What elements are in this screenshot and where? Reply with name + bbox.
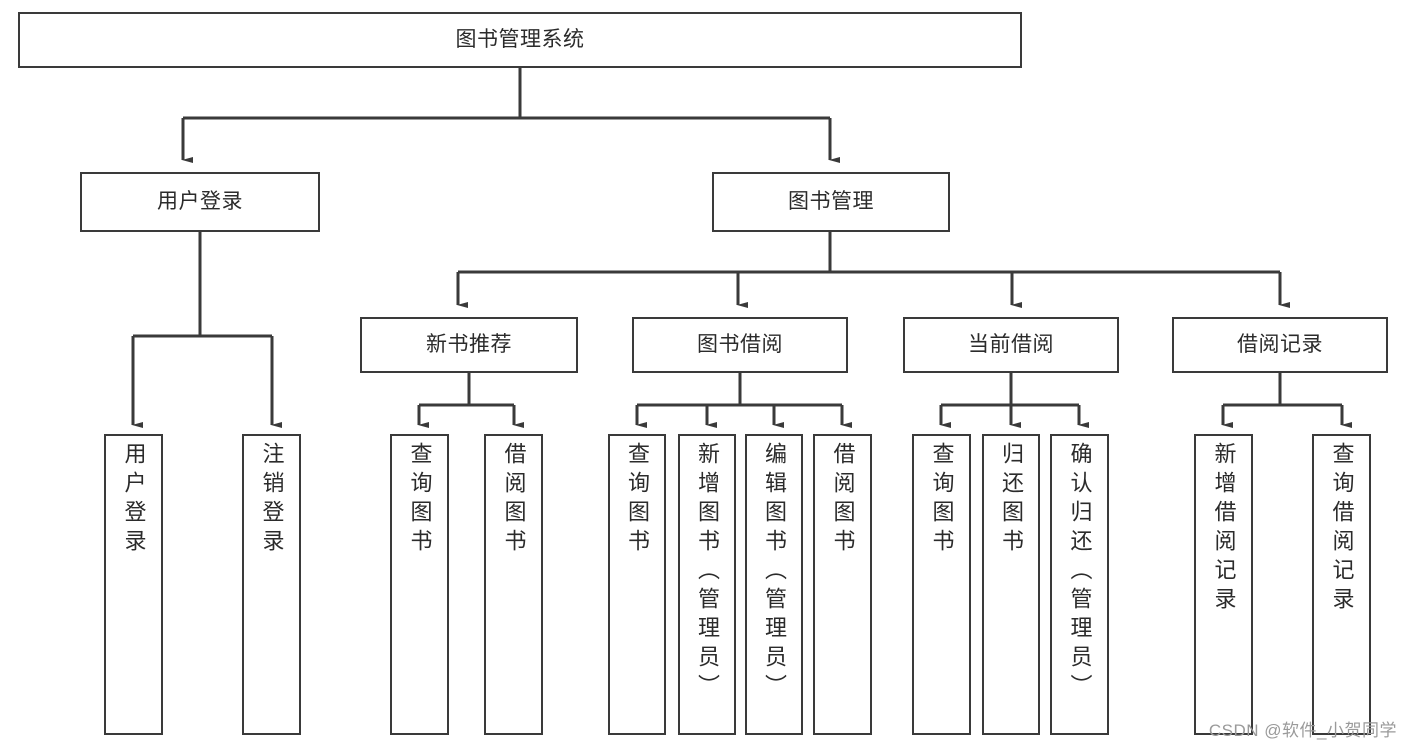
node-leaf-recommend-borrow-book[interactable]: 借阅图书 xyxy=(484,434,543,735)
node-leaf-confirm-return-admin-label: 确认归还（管理员） xyxy=(1067,442,1093,703)
node-leaf-user-login-label: 用户登录 xyxy=(121,442,147,558)
node-borrow-record[interactable]: 借阅记录 xyxy=(1172,317,1388,373)
node-leaf-add-book-admin[interactable]: 新增图书（管理员） xyxy=(678,434,736,735)
node-leaf-borrow-book[interactable]: 借阅图书 xyxy=(813,434,872,735)
node-leaf-recommend-borrow-book-label: 借阅图书 xyxy=(501,442,527,558)
node-new-book-recommend-label: 新书推荐 xyxy=(426,332,512,356)
node-current-borrow[interactable]: 当前借阅 xyxy=(903,317,1119,373)
node-book-manage-label: 图书管理 xyxy=(788,189,874,213)
node-leaf-logout[interactable]: 注销登录 xyxy=(242,434,301,735)
node-root[interactable]: 图书管理系统 xyxy=(18,12,1022,68)
node-book-borrow[interactable]: 图书借阅 xyxy=(632,317,848,373)
node-user-login[interactable]: 用户登录 xyxy=(80,172,320,232)
node-root-label: 图书管理系统 xyxy=(455,27,585,51)
node-leaf-recommend-query-book-label: 查询图书 xyxy=(407,442,433,558)
node-new-book-recommend[interactable]: 新书推荐 xyxy=(360,317,578,373)
node-leaf-current-query-book-label: 查询图书 xyxy=(929,442,955,558)
node-user-login-label: 用户登录 xyxy=(157,189,243,213)
node-leaf-query-borrow-record[interactable]: 查询借阅记录 xyxy=(1312,434,1371,735)
node-leaf-user-login[interactable]: 用户登录 xyxy=(104,434,163,735)
node-leaf-confirm-return-admin[interactable]: 确认归还（管理员） xyxy=(1050,434,1109,735)
node-leaf-return-book[interactable]: 归还图书 xyxy=(982,434,1040,735)
node-leaf-current-query-book[interactable]: 查询图书 xyxy=(912,434,971,735)
node-leaf-query-borrow-record-label: 查询借阅记录 xyxy=(1329,442,1355,616)
node-leaf-edit-book-admin-label: 编辑图书（管理员） xyxy=(762,442,787,703)
node-book-manage[interactable]: 图书管理 xyxy=(712,172,950,232)
node-leaf-borrow-query-book[interactable]: 查询图书 xyxy=(608,434,666,735)
node-leaf-add-book-admin-label: 新增图书（管理员） xyxy=(695,442,720,703)
node-leaf-add-borrow-record-label: 新增借阅记录 xyxy=(1211,442,1237,616)
node-borrow-record-label: 借阅记录 xyxy=(1237,332,1323,356)
csdn-watermark: CSDN @软件_小贺同学 xyxy=(1208,721,1397,740)
node-leaf-return-book-label: 归还图书 xyxy=(999,442,1024,558)
node-leaf-borrow-query-book-label: 查询图书 xyxy=(625,442,650,558)
node-leaf-recommend-query-book[interactable]: 查询图书 xyxy=(390,434,449,735)
node-book-borrow-label: 图书借阅 xyxy=(697,332,783,356)
node-leaf-add-borrow-record[interactable]: 新增借阅记录 xyxy=(1194,434,1253,735)
node-current-borrow-label: 当前借阅 xyxy=(968,332,1054,356)
node-leaf-logout-label: 注销登录 xyxy=(259,442,285,558)
node-leaf-edit-book-admin[interactable]: 编辑图书（管理员） xyxy=(745,434,803,735)
node-leaf-borrow-book-label: 借阅图书 xyxy=(830,442,856,558)
